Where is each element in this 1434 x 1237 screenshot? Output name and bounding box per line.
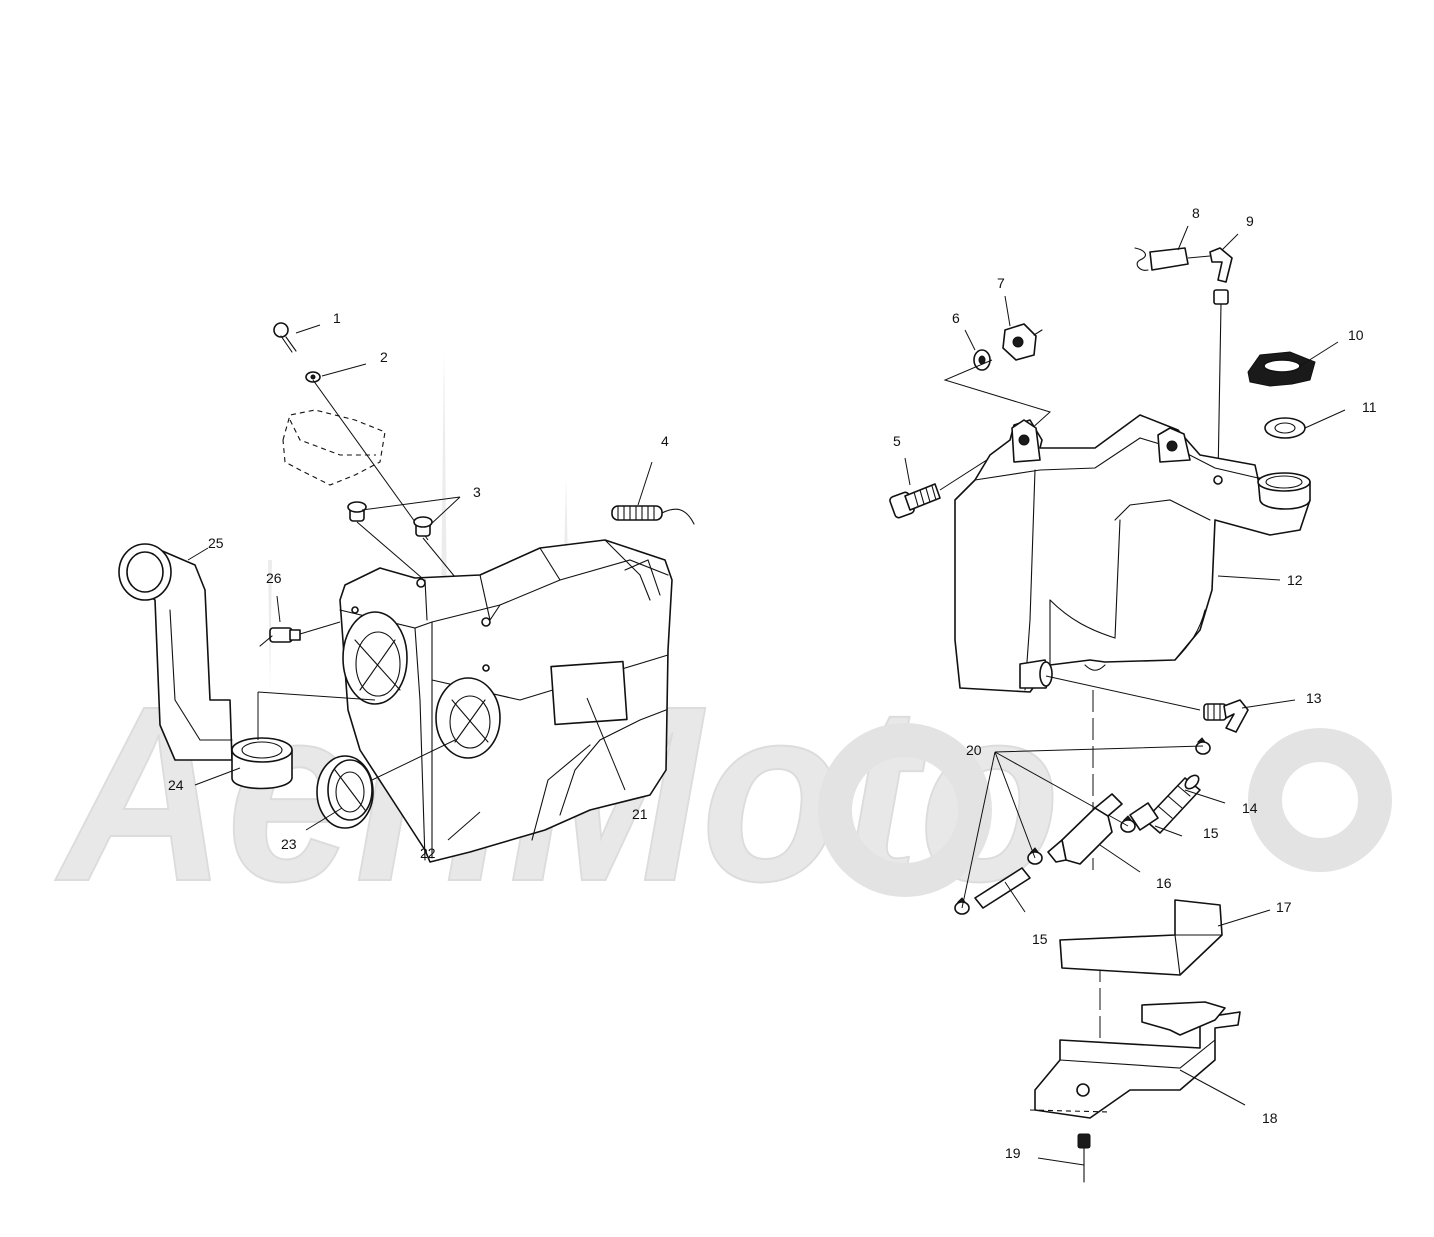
callout-24: 24 [168,777,184,793]
oil-tank [954,414,1311,693]
nut-icon [1002,323,1043,361]
callout-13: 13 [1306,690,1322,706]
callout-4: 4 [661,433,669,449]
callout-25: 25 [208,535,224,551]
intake-boot [316,755,374,829]
grommet-icon [347,501,367,522]
vent-elbow [1209,247,1233,283]
callout-11: 11 [1362,399,1377,415]
airbox-housing [339,539,673,863]
callout-16: 16 [1156,875,1172,891]
callout-17: 17 [1276,899,1292,915]
callout-5: 5 [893,433,901,449]
callout-1: 1 [333,310,341,326]
callout-18: 18 [1262,1110,1278,1126]
callout-9: 9 [1246,213,1254,229]
callout-2: 2 [380,349,388,365]
dashed-bracket-outline [282,409,386,486]
callout-26: 26 [266,570,282,586]
callout-3: 3 [473,484,481,500]
airbox-assembly [118,322,695,863]
hose-clamp-icon [1195,737,1211,755]
fuel-hose [1129,802,1159,831]
callout-6: 6 [952,310,960,326]
retaining-strap [1059,899,1223,976]
watermark-motorcycle-icon [818,723,1392,897]
callout-20: 20 [966,742,982,758]
grommet-icon [413,516,433,537]
oil-tank-assembly [889,247,1316,1183]
callout-23: 23 [281,836,297,852]
outlet-elbow [1203,699,1249,733]
callout-15b: 15 [1032,931,1048,947]
callout-15a: 15 [1203,825,1219,841]
mounting-bracket [1034,1001,1241,1119]
cap-gasket [1264,417,1306,439]
callout-7: 7 [997,275,1005,291]
vent-hose [1134,247,1211,271]
spring-icon [611,505,695,525]
callout-21: 21 [632,806,648,822]
intake-tube [118,543,233,761]
callout-8: 8 [1192,205,1200,221]
washer-icon [973,349,991,371]
callout-12: 12 [1287,572,1303,588]
callout-labels: 1 2 3 4 5 6 7 8 9 10 11 12 13 14 15 16 1… [168,205,1377,1161]
vent-fitting [1213,289,1229,479]
bolt-icon [889,483,941,519]
callout-22: 22 [420,845,436,861]
callout-10: 10 [1348,327,1364,343]
drain-bolt [1077,1133,1091,1183]
oil-filter [1047,793,1123,865]
check-valve [1144,774,1201,834]
callout-19: 19 [1005,1145,1021,1161]
fitting-icon [259,621,341,647]
callout-14: 14 [1242,800,1258,816]
coupler-ring [231,737,293,790]
oil-cap [1247,351,1316,387]
washer-icon [305,371,321,383]
fuel-hose [974,867,1031,909]
screw-icon [273,322,297,353]
callout-leaders [187,225,1346,1166]
